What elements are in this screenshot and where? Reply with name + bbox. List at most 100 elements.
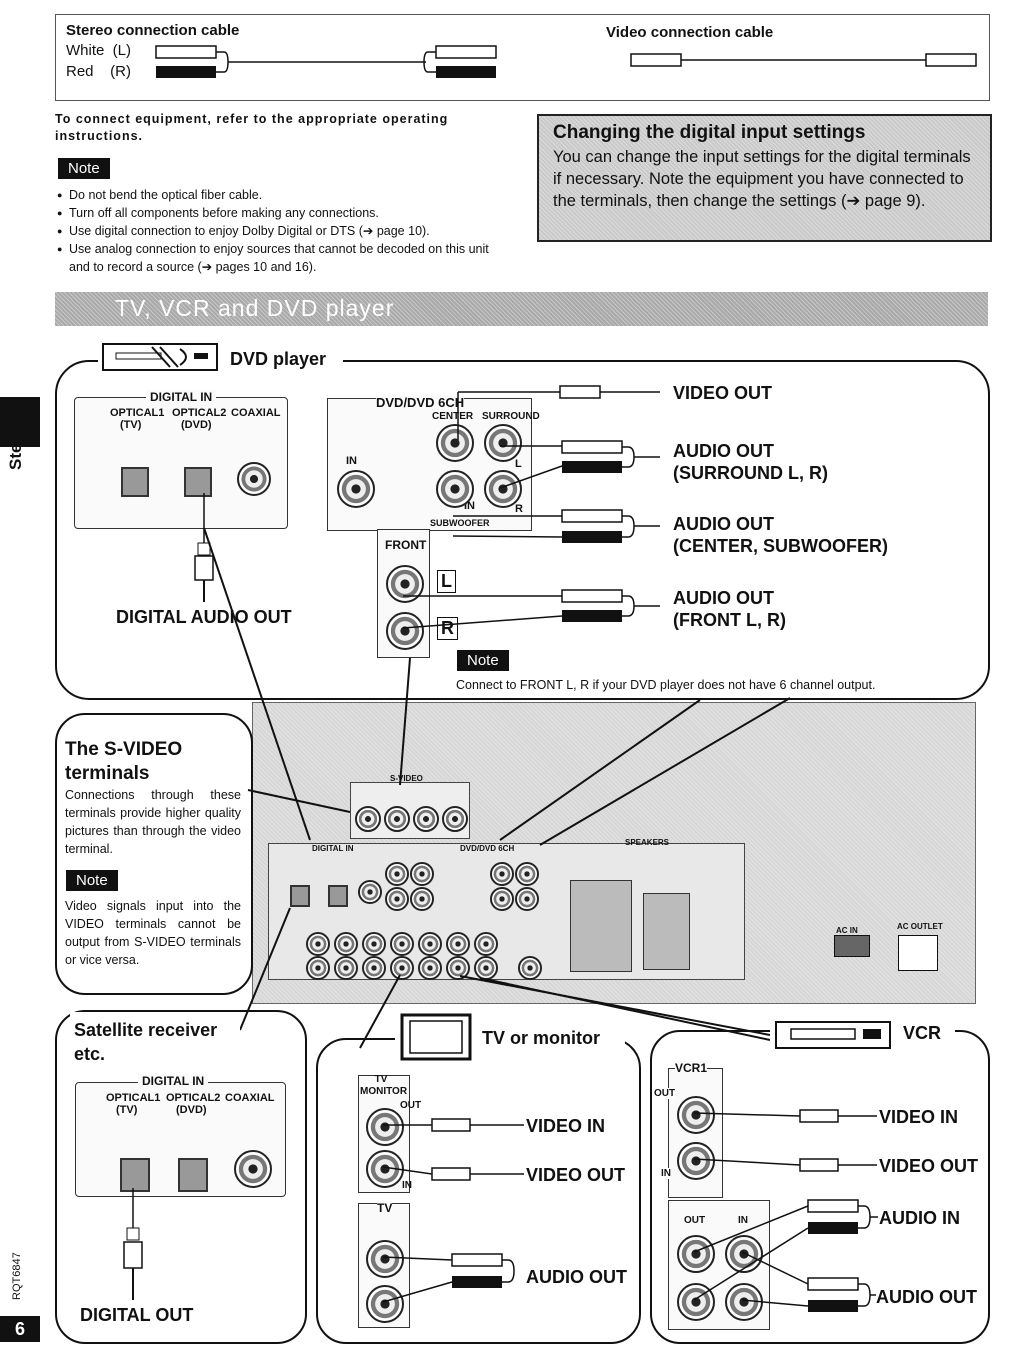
red-label: Red (R) bbox=[66, 63, 132, 80]
rear-rca-jack-icon bbox=[334, 932, 358, 956]
rear-rca-jack-icon bbox=[490, 887, 514, 911]
satellite-frame bbox=[55, 1010, 307, 1344]
svideo-jack-icon bbox=[413, 806, 439, 832]
rear-speakers-label: SPEAKERS bbox=[625, 838, 670, 847]
surround-l-mark: L bbox=[515, 458, 522, 470]
vcr1-out-jack-icon bbox=[677, 1096, 715, 1134]
tv-title: TV or monitor bbox=[482, 1028, 600, 1048]
vcr1-in-label: IN bbox=[661, 1168, 671, 1179]
rear-rca-jack-icon bbox=[474, 932, 498, 956]
vcr1-in-jack-icon bbox=[677, 1142, 715, 1180]
satellite-optical1-sub: (TV) bbox=[116, 1104, 138, 1116]
satellite-title-bg bbox=[70, 1012, 240, 1068]
surround-label: SURROUND bbox=[482, 411, 540, 422]
dvd-audio-out-2-sub: (CENTER, SUBWOOFER) bbox=[673, 536, 888, 556]
rear-rca-jack-icon bbox=[410, 862, 434, 886]
vcr-audio-out: AUDIO OUT bbox=[876, 1287, 977, 1307]
note-item: Use digital connection to enjoy Dolby Di… bbox=[57, 222, 509, 240]
center-label: CENTER bbox=[432, 411, 474, 422]
svideo-note: Video signals input into the VIDEO termi… bbox=[65, 899, 241, 967]
section-title-bar: TV, VCR and DVD player bbox=[55, 292, 988, 326]
tv-monitor-label: TV MONITOR bbox=[360, 1074, 408, 1097]
front-l-jack-icon bbox=[386, 565, 424, 603]
tv-video-out: VIDEO OUT bbox=[526, 1165, 626, 1185]
rear-rca-jack-icon bbox=[390, 956, 414, 980]
speaker-terminal-block bbox=[643, 893, 690, 970]
rear-ac-outlet-label: AC OUTLET bbox=[897, 922, 943, 931]
tv-out-label: OUT bbox=[400, 1100, 422, 1111]
tv-in-jack-icon bbox=[366, 1150, 404, 1188]
rear-rca-jack-icon bbox=[390, 932, 414, 956]
tv-audio-l-jack-icon bbox=[366, 1240, 404, 1278]
vcr-audio-in-r-jack-icon bbox=[725, 1283, 763, 1321]
rear-dvd6ch-label: DVD/DVD 6CH bbox=[460, 844, 515, 853]
digital-settings-box: Changing the digital input settings You … bbox=[537, 114, 992, 242]
rear-rca-jack-icon bbox=[385, 862, 409, 886]
dvd-video-out: VIDEO OUT bbox=[673, 383, 773, 403]
satellite-digital-in: DIGITAL IN bbox=[138, 1074, 209, 1088]
satellite-digital-out: DIGITAL OUT bbox=[80, 1305, 194, 1325]
dvd-audio-out-2: AUDIO OUT bbox=[673, 514, 774, 534]
svideo-title: The S-VIDEO terminals bbox=[65, 739, 183, 784]
satellite-coax-jack-icon bbox=[234, 1150, 272, 1188]
dvd-player-icon bbox=[102, 343, 218, 371]
ac-outlet-socket bbox=[898, 935, 938, 971]
subwoofer-label: SUBWOOFER bbox=[430, 518, 490, 528]
center-jack-icon bbox=[436, 424, 474, 462]
rear-rca-jack-icon bbox=[306, 932, 330, 956]
rear-optical-port-icon bbox=[328, 885, 348, 907]
video-cable-title: Video connection cable bbox=[606, 24, 774, 41]
rear-rca-jack-icon bbox=[446, 932, 470, 956]
doc-code: RQT6847 bbox=[11, 1252, 23, 1300]
svideo-jack-icon bbox=[384, 806, 410, 832]
intro-text: To connect equipment, refer to the appro… bbox=[55, 112, 449, 143]
dvd-title: DVD player bbox=[230, 349, 327, 369]
rear-coax-jack-icon bbox=[358, 880, 382, 904]
dvd-optical1: OPTICAL1 bbox=[110, 407, 165, 419]
tv-monitor-icon bbox=[400, 1013, 472, 1061]
satellite-coaxial: COAXIAL bbox=[225, 1092, 275, 1104]
rear-rca-jack-icon bbox=[474, 956, 498, 980]
rear-digital-in-label: DIGITAL IN bbox=[312, 844, 354, 853]
vcr-audio-in-label: IN bbox=[738, 1215, 748, 1226]
dvd-audio-out-3: AUDIO OUT bbox=[673, 588, 774, 608]
rear-rca-jack-icon bbox=[418, 932, 442, 956]
dvd-audio-out-3-sub: (FRONT L, R) bbox=[673, 610, 786, 630]
vcr-icon bbox=[775, 1021, 891, 1049]
rear-rca-jack-icon bbox=[446, 956, 470, 980]
note-item: Use analog connection to enjoy sources t… bbox=[57, 240, 509, 276]
rear-rca-jack-icon bbox=[334, 956, 358, 980]
satellite-title: Satellite receiver etc. bbox=[74, 1020, 218, 1064]
surround-l-jack-icon bbox=[484, 424, 522, 462]
svideo-jack-icon bbox=[442, 806, 468, 832]
satellite-optical2-port-icon bbox=[178, 1158, 208, 1192]
tv-audio-out: AUDIO OUT bbox=[526, 1267, 627, 1287]
coaxial-jack-icon bbox=[237, 462, 271, 496]
rear-rca-jack-icon bbox=[362, 932, 386, 956]
front-l-mark: L bbox=[437, 570, 456, 593]
satellite-optical1-port-icon bbox=[120, 1158, 150, 1192]
dvd-digital-audio-out: DIGITAL AUDIO OUT bbox=[116, 607, 292, 627]
optical2-port-icon bbox=[184, 467, 212, 497]
vcr1-out-label: OUT bbox=[654, 1088, 676, 1099]
front-r-mark: R bbox=[437, 617, 458, 640]
notes-list: Do not bend the optical fiber cable. Tur… bbox=[57, 186, 509, 276]
svideo-body: Connections through these terminals prov… bbox=[65, 788, 241, 856]
surround-r-mark: R bbox=[515, 503, 523, 515]
rear-rca-jack-icon bbox=[385, 887, 409, 911]
note-item: Do not bend the optical fiber cable. bbox=[57, 186, 509, 204]
cable-legend-box: Stereo connection cable White (L) Red (R… bbox=[55, 14, 990, 101]
ac-in-socket bbox=[834, 935, 870, 957]
dvd-optical1-sub: (TV) bbox=[120, 419, 142, 431]
front-r-jack-icon bbox=[386, 612, 424, 650]
dvd-note-text: Connect to FRONT L, R if your DVD player… bbox=[456, 678, 876, 692]
dvd-optical2: OPTICAL2 bbox=[172, 407, 227, 419]
white-label: White (L) bbox=[66, 42, 132, 59]
vcr-audio-out-r-jack-icon bbox=[677, 1283, 715, 1321]
tv-label: TV bbox=[377, 1201, 393, 1215]
note-tag: Note bbox=[58, 158, 110, 179]
dvd-audio-out-1: AUDIO OUT bbox=[673, 441, 774, 461]
satellite-optical1: OPTICAL1 bbox=[106, 1092, 161, 1104]
satellite-optical2-sub: (DVD) bbox=[176, 1104, 207, 1116]
rear-ac-in-label: AC IN bbox=[836, 926, 858, 935]
